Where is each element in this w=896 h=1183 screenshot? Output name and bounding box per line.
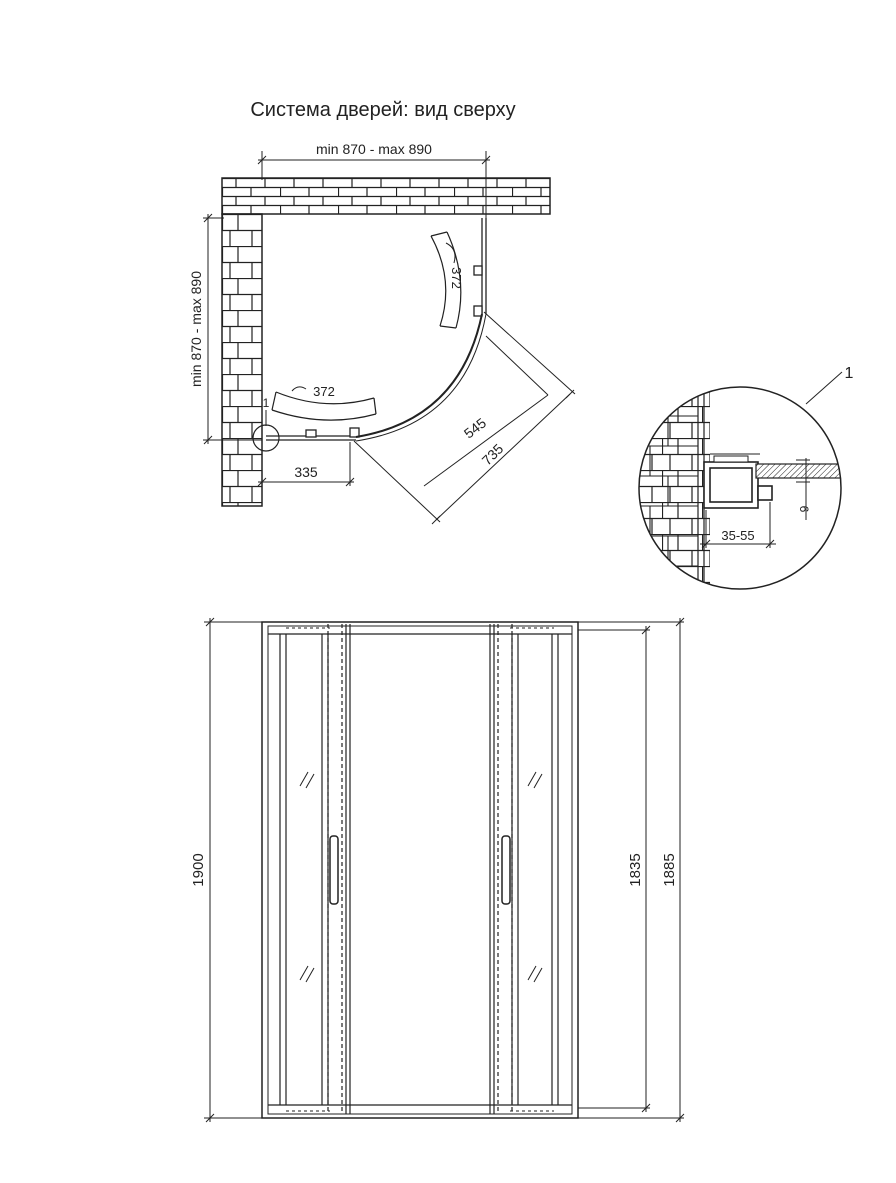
frame-height-label: 1885 [661, 853, 678, 886]
right-door [489, 624, 513, 1114]
curved-door [355, 313, 483, 438]
diagonal-dimensions [353, 311, 576, 525]
wall-left [221, 213, 263, 507]
callout-small-label: 1 [263, 396, 270, 410]
door-height-label: 1835 [627, 853, 644, 886]
dimension-335-label: 335 [294, 464, 318, 480]
dimension-545-label: 545 [461, 414, 489, 441]
right-door-handle [501, 835, 511, 905]
detail-callout-label: 1 [845, 365, 854, 382]
width-range-label: min 870 - max 890 [316, 141, 432, 157]
height-dimension-1835 [578, 625, 651, 1113]
glass-thickness-label: 6 [797, 506, 811, 513]
dimension-335 [257, 440, 355, 487]
height-dimension-1885 [578, 617, 685, 1123]
adjust-range-label: 35-55 [721, 528, 754, 543]
left-fixed-panel [279, 634, 329, 1105]
top-view: min 870 - max 890 min 870 - max 890 [188, 141, 576, 525]
front-frame-outer [261, 621, 579, 1119]
depth-range-label: min 870 - max 890 [188, 271, 204, 387]
detail-circle [638, 386, 842, 590]
detail-view: 35-55 6 1 [638, 365, 854, 590]
wall-top [221, 177, 551, 215]
right-fixed-panel [511, 634, 559, 1105]
bottom-fixed-panel [266, 427, 360, 441]
radius-arc-bottom [271, 386, 377, 421]
page-title: Система дверей: вид сверху [250, 99, 516, 121]
callout-leader [805, 371, 843, 405]
total-height-label: 1900 [190, 853, 207, 886]
height-dimension-1900 [204, 617, 262, 1123]
glass-marks [299, 771, 543, 983]
right-fixed-panel [473, 218, 487, 317]
dimension-735-label: 735 [479, 440, 507, 468]
radius-top-label: 372 [449, 267, 464, 289]
front-view [204, 617, 685, 1123]
radius-arc-top [430, 231, 462, 329]
depth-dimension [203, 213, 262, 445]
left-door [327, 624, 351, 1114]
glass-panel [755, 463, 841, 479]
radius-bottom-label: 372 [313, 384, 335, 399]
left-door-handle [329, 835, 339, 905]
